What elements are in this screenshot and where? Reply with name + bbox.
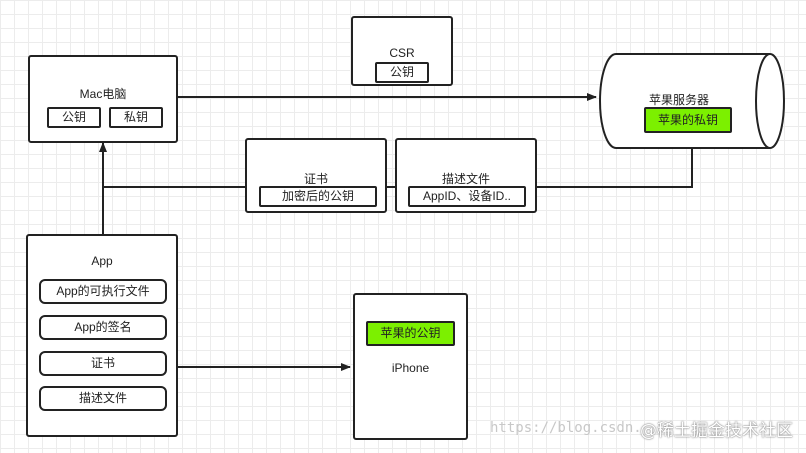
app-signature-item: App的签名: [39, 315, 167, 340]
app-title: App: [91, 254, 113, 268]
connector-server-to-profile: [537, 148, 693, 188]
iphone-title: iPhone: [391, 361, 430, 375]
watermark-url: https://blog.csdn.: [490, 420, 642, 436]
csr-public-key-chip: 公钥: [375, 62, 429, 83]
watermark-brand: @稀土掘金技术社区: [640, 421, 793, 441]
mac-public-key-chip: 公钥: [47, 107, 101, 128]
certificate-title: 证书: [303, 172, 328, 186]
encrypted-public-key-chip: 加密后的公钥: [259, 186, 377, 207]
app-box: App App的可执行文件 App的签名 证书 描述文件: [26, 234, 178, 437]
app-certificate-item: 证书: [39, 351, 167, 376]
apple-public-key-chip: 苹果的公钥: [366, 321, 455, 346]
apple-server-title: 苹果服务器: [648, 93, 709, 107]
appid-device-id-chip: AppID、设备ID..: [408, 186, 526, 207]
apple-server-cylinder-rim: [755, 53, 771, 149]
csr-box: CSR 公钥: [351, 16, 453, 86]
apple-private-key-chip: 苹果的私钥: [644, 107, 732, 133]
profile-box: 描述文件 AppID、设备ID..: [395, 138, 537, 213]
iphone-box: 苹果的公钥 iPhone: [353, 293, 468, 440]
app-profile-item: 描述文件: [39, 386, 167, 411]
app-executable-item: App的可执行文件: [39, 279, 167, 304]
mac-private-key-chip: 私钥: [109, 107, 163, 128]
mac-title: Mac电脑: [79, 87, 127, 101]
csr-title: CSR: [389, 46, 415, 60]
certificate-box: 证书 加密后的公钥: [245, 138, 387, 213]
profile-title: 描述文件: [441, 172, 490, 186]
mac-computer-box: Mac电脑 公钥 私钥: [28, 55, 178, 143]
